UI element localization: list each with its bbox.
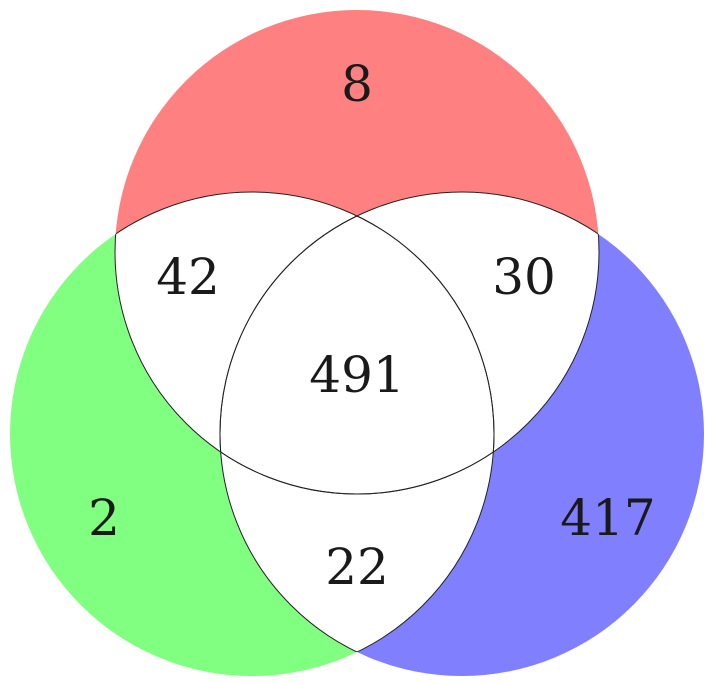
- count-left-right: 22: [325, 538, 389, 596]
- count-top-right: 30: [492, 248, 556, 306]
- count-right-only: 417: [560, 489, 655, 547]
- overlap-left-right: [220, 192, 494, 676]
- count-left-only: 2: [88, 489, 120, 547]
- count-top-left: 42: [156, 248, 220, 306]
- count-all-three: 491: [309, 346, 404, 404]
- intersection-outlines: [114, 191, 600, 676]
- count-top-only: 8: [341, 55, 373, 113]
